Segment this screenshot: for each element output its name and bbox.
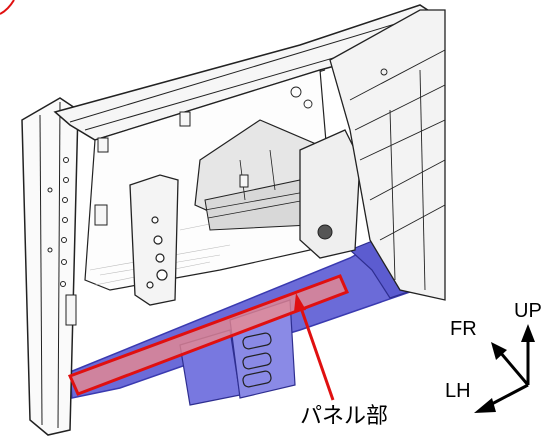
corner-red-mark xyxy=(0,0,15,15)
axis-lh-line xyxy=(487,383,529,408)
left-pillar-edge xyxy=(39,114,43,426)
right-frame xyxy=(329,9,446,301)
axis-lh-arrowhead xyxy=(474,398,496,413)
blue-bracket-hole-1 xyxy=(242,332,272,350)
left-pillar-edge-2 xyxy=(57,101,61,429)
vertical-bracket-holes xyxy=(146,216,168,289)
cavity-lines xyxy=(204,149,307,219)
right-frame-lines xyxy=(290,49,446,291)
axis-fr-arrowhead xyxy=(491,342,507,360)
right-upright xyxy=(299,129,361,259)
axis-up-arrowhead xyxy=(521,324,535,342)
axis-fr-line xyxy=(498,351,530,386)
axis-label-fr: FR xyxy=(450,318,477,340)
blue-bracket-hole-3 xyxy=(242,370,272,388)
blue-bracket-hole-2 xyxy=(242,352,272,370)
callout-leader-arrowhead xyxy=(294,293,306,312)
left-pillar-holes xyxy=(47,157,69,287)
left-pillar xyxy=(21,97,79,436)
highlighted-panel-region xyxy=(67,274,350,396)
small-tabs xyxy=(65,111,249,326)
callout-label: パネル部 xyxy=(300,403,389,428)
right-upright-hole xyxy=(317,224,333,240)
axis-label-up: UP xyxy=(514,300,542,322)
top-rail-line-1 xyxy=(69,14,426,123)
axis-label-lh: LH xyxy=(445,380,471,402)
callout-leader-line xyxy=(298,304,335,401)
